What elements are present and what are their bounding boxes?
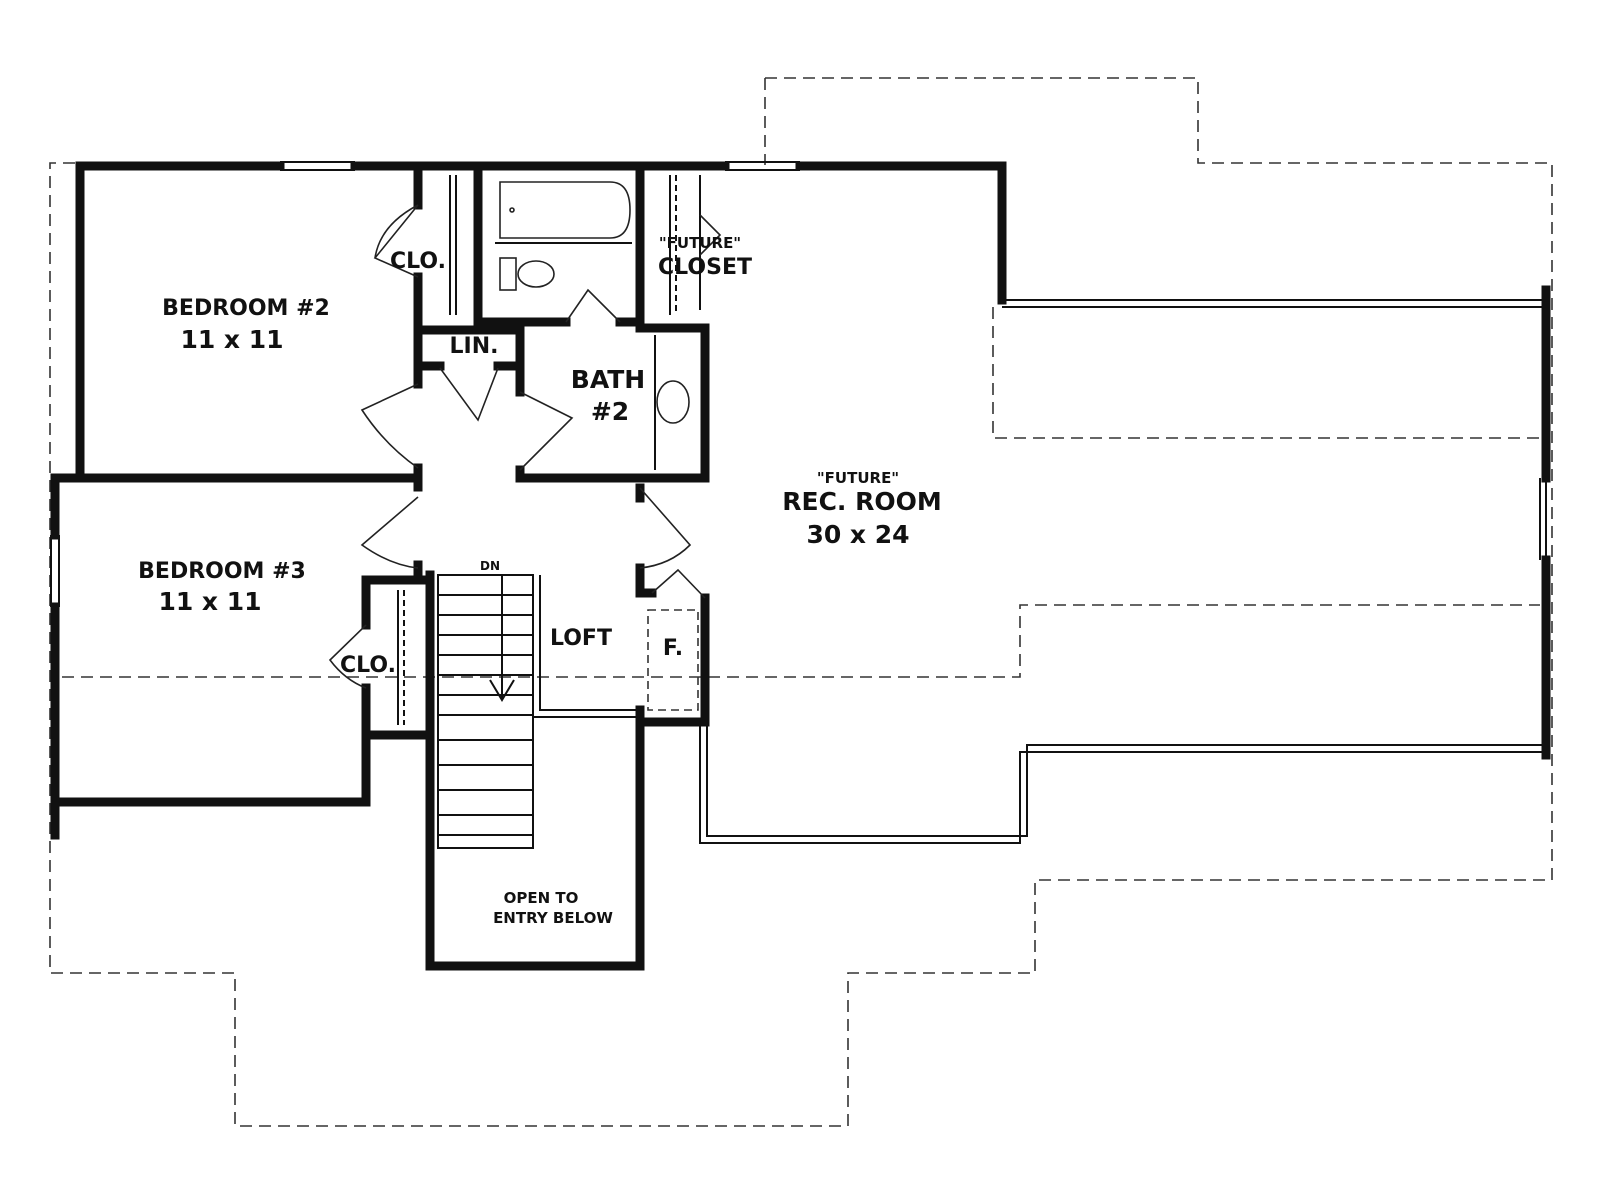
- closet-label-bottom: CLO.: [340, 653, 396, 678]
- linen-label: LIN.: [450, 334, 499, 359]
- loft-label: LOFT: [550, 626, 612, 651]
- bath-number: #2: [591, 397, 629, 426]
- closet-label-top: CLO.: [390, 249, 446, 274]
- walls: [50, 161, 1551, 971]
- door-swings: [328, 204, 722, 689]
- toilet-tank: [499, 257, 517, 291]
- bathtub: [499, 181, 631, 239]
- rec-room-quote: "FUTURE": [817, 469, 899, 487]
- rec-room-name: REC. ROOM: [782, 487, 942, 516]
- staircase: [437, 574, 534, 849]
- bath-name: BATH: [571, 365, 645, 394]
- bedroom2-name: BEDROOM #2: [162, 296, 330, 321]
- future-closet-name: CLOSET: [658, 255, 752, 280]
- roof-outline-dashed: [49, 77, 1553, 1127]
- bedroom3-name: BEDROOM #3: [138, 559, 306, 584]
- bedroom3-size: 11 x 11: [158, 587, 261, 616]
- rec-room-size: 30 x 24: [806, 520, 909, 549]
- toilet-bowl: [517, 260, 555, 288]
- future-closet-quote: "FUTURE": [659, 234, 741, 252]
- stair-dn-label: DN: [480, 559, 500, 573]
- open-to-entry-line2: ENTRY BELOW: [493, 909, 613, 927]
- open-to-entry-line1: OPEN TO: [504, 889, 579, 907]
- furnace-label: F.: [663, 636, 683, 661]
- thin-walls: [50, 161, 1547, 848]
- bath-fixtures: [499, 181, 690, 424]
- sink: [656, 380, 690, 424]
- bedroom2-size: 11 x 11: [180, 325, 283, 354]
- room-labels: BEDROOM #2 11 x 11 BEDROOM #3 11 x 11 CL…: [138, 234, 942, 927]
